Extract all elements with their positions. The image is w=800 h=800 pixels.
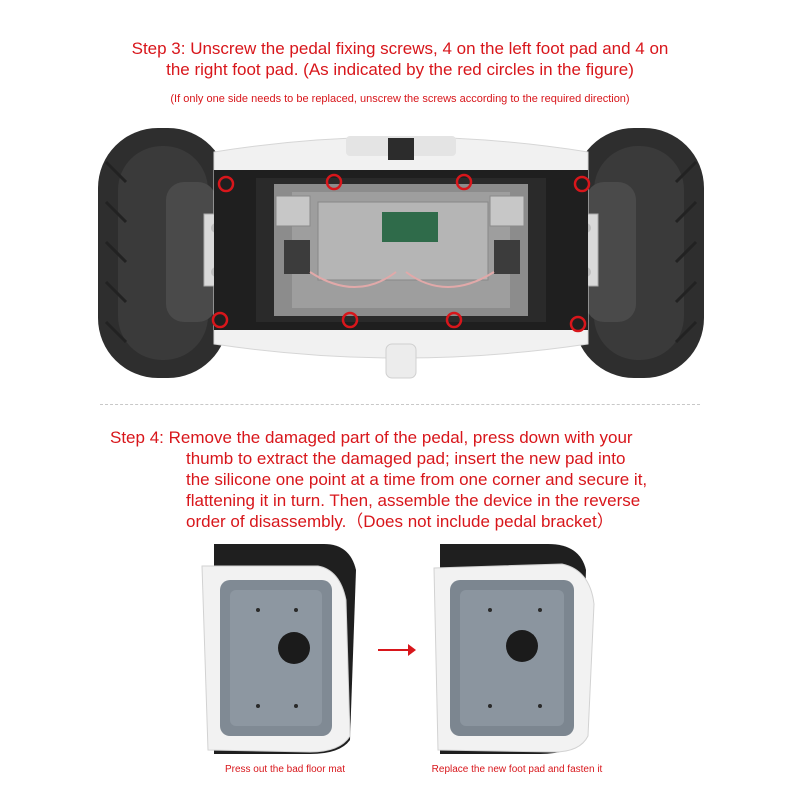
section-divider (100, 404, 700, 405)
arrow-right-icon (378, 644, 416, 656)
hoverboard-underside-photo (98, 128, 704, 379)
board-chip (382, 212, 438, 242)
red-circle-marker-icon (217, 175, 235, 193)
screw-markers (211, 173, 591, 333)
step4-line: thumb to extract the damaged pad; insert… (186, 449, 626, 468)
step4-line: flattening it in turn. Then, assemble th… (186, 491, 641, 510)
red-circle-marker-icon (445, 311, 463, 329)
caption-old-pad: Press out the bad floor mat (224, 764, 346, 775)
pedal-new-pad-photo (433, 544, 595, 754)
red-circle-marker-icon (341, 311, 359, 329)
caption-new-pad: Replace the new foot pad and fasten it (431, 764, 603, 775)
step4-line: Step 4: Remove the damaged part of the p… (110, 428, 633, 447)
red-circle-marker-icon (569, 315, 587, 333)
step3-title-line2: the right foot pad. (As indicated by the… (166, 60, 634, 79)
left-tire (98, 128, 228, 378)
step3-title-line1: Step 3: Unscrew the pedal fixing screws,… (131, 39, 669, 58)
red-circle-marker-icon (325, 173, 343, 191)
step3-note: (If only one side needs to be replaced, … (170, 93, 630, 105)
step4-title: Step 4: Remove the damaged part of the p… (110, 427, 700, 532)
pedal-old-pad-photo (201, 544, 356, 754)
red-circle-marker-icon (573, 175, 591, 193)
step4-line: the silicone one point at a time from on… (186, 470, 648, 489)
red-circle-marker-icon (455, 173, 473, 191)
step3-title: Step 3: Unscrew the pedal fixing screws,… (60, 38, 740, 80)
right-tire (574, 128, 704, 378)
red-circle-marker-icon (211, 311, 229, 329)
step4-line: order of disassembly.（Does not include p… (186, 512, 614, 531)
